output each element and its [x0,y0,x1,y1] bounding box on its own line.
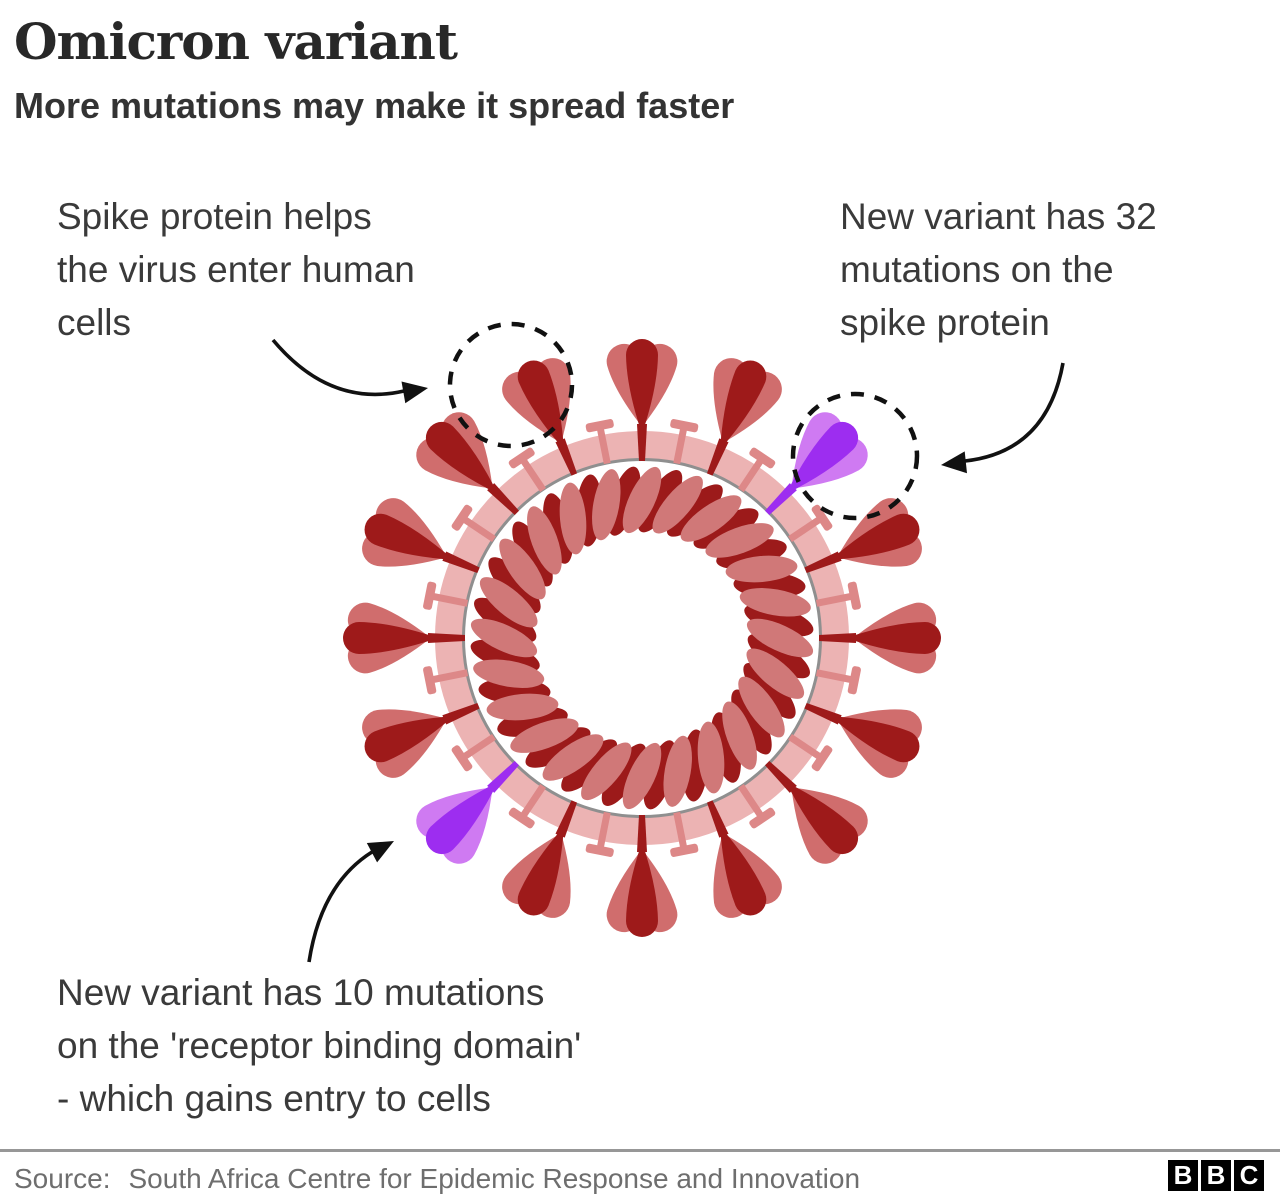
page-subtitle: More mutations may make it spread faster [14,85,735,126]
membrane-protein-pin [737,447,776,492]
rna-coil [470,466,814,810]
source-text: South Africa Centre for Epidemic Respons… [128,1163,861,1194]
spike-proteins [343,339,941,937]
arrow-to-rbd-mutation [307,841,394,963]
spike-protein [819,602,941,674]
source-line: Source: South Africa Centre for Epidemic … [14,1163,860,1195]
source-label: Source: [14,1163,111,1194]
footer-divider [0,1149,1280,1152]
annotation-line: on the 'receptor binding domain' [57,1025,582,1066]
annotation-line: New variant has 32 [840,196,1157,237]
membrane-protein-pin [423,581,469,610]
membrane-protein-pin [737,784,776,829]
annotation-line: mutations on the [840,249,1114,290]
bbc-logo-letter: C [1234,1160,1264,1191]
spike-protein [362,498,480,574]
bbc-logo: B B C [1168,1160,1264,1191]
annotation-line: cells [57,302,132,343]
annotation-10-mutations: New variant has 10 mutations on the 'rec… [57,966,581,1125]
spike-protein [416,412,519,515]
spike-protein [706,358,782,476]
annotation-line: the virus enter human [57,249,415,290]
membrane-protein-pin [508,447,547,492]
membrane-protein-pin [423,666,469,695]
mutated-spike [416,761,519,864]
bbc-logo-letter: B [1201,1160,1231,1191]
membrane-protein-pin [788,504,833,543]
spike-protein [804,702,922,778]
annotation-line: Spike protein helps [57,196,372,237]
membrane-protein-pin [585,811,614,857]
callout-circle-spike [447,321,575,449]
annotation-32-mutations: New variant has 32 mutations on the spik… [840,190,1157,349]
annotation-spike-protein: Spike protein helps the virus enter huma… [57,190,415,349]
membrane-protein-pin [670,419,699,465]
spike-protein [502,800,578,918]
spike-protein [343,602,465,674]
membrane-protein-pin [670,811,699,857]
spike-protein [706,800,782,918]
page-title: Omicron variant [14,12,458,71]
spike-protein [606,339,678,461]
spike-protein [606,815,678,937]
mutated-spike [765,412,868,515]
spike-protein [804,498,922,574]
membrane-protein-pin [585,419,614,465]
annotation-line: spike protein [840,302,1050,343]
membrane-protein-pin [451,504,496,543]
arrow-to-spike [271,338,428,404]
membrane-protein-pin [788,733,833,772]
membrane-proteins [423,419,861,857]
membrane-protein-pin [451,733,496,772]
membrane-protein-pin [815,666,861,695]
annotation-line: - which gains entry to cells [57,1078,491,1119]
membrane-protein-pin [508,784,547,829]
spike-protein [765,761,868,864]
arrow-to-mutation [941,362,1065,474]
spike-protein [362,702,480,778]
annotation-line: New variant has 10 mutations [57,972,545,1013]
membrane-protein-pin [815,581,861,610]
callout-circle-mutation [790,391,920,521]
bbc-logo-letter: B [1168,1160,1198,1191]
